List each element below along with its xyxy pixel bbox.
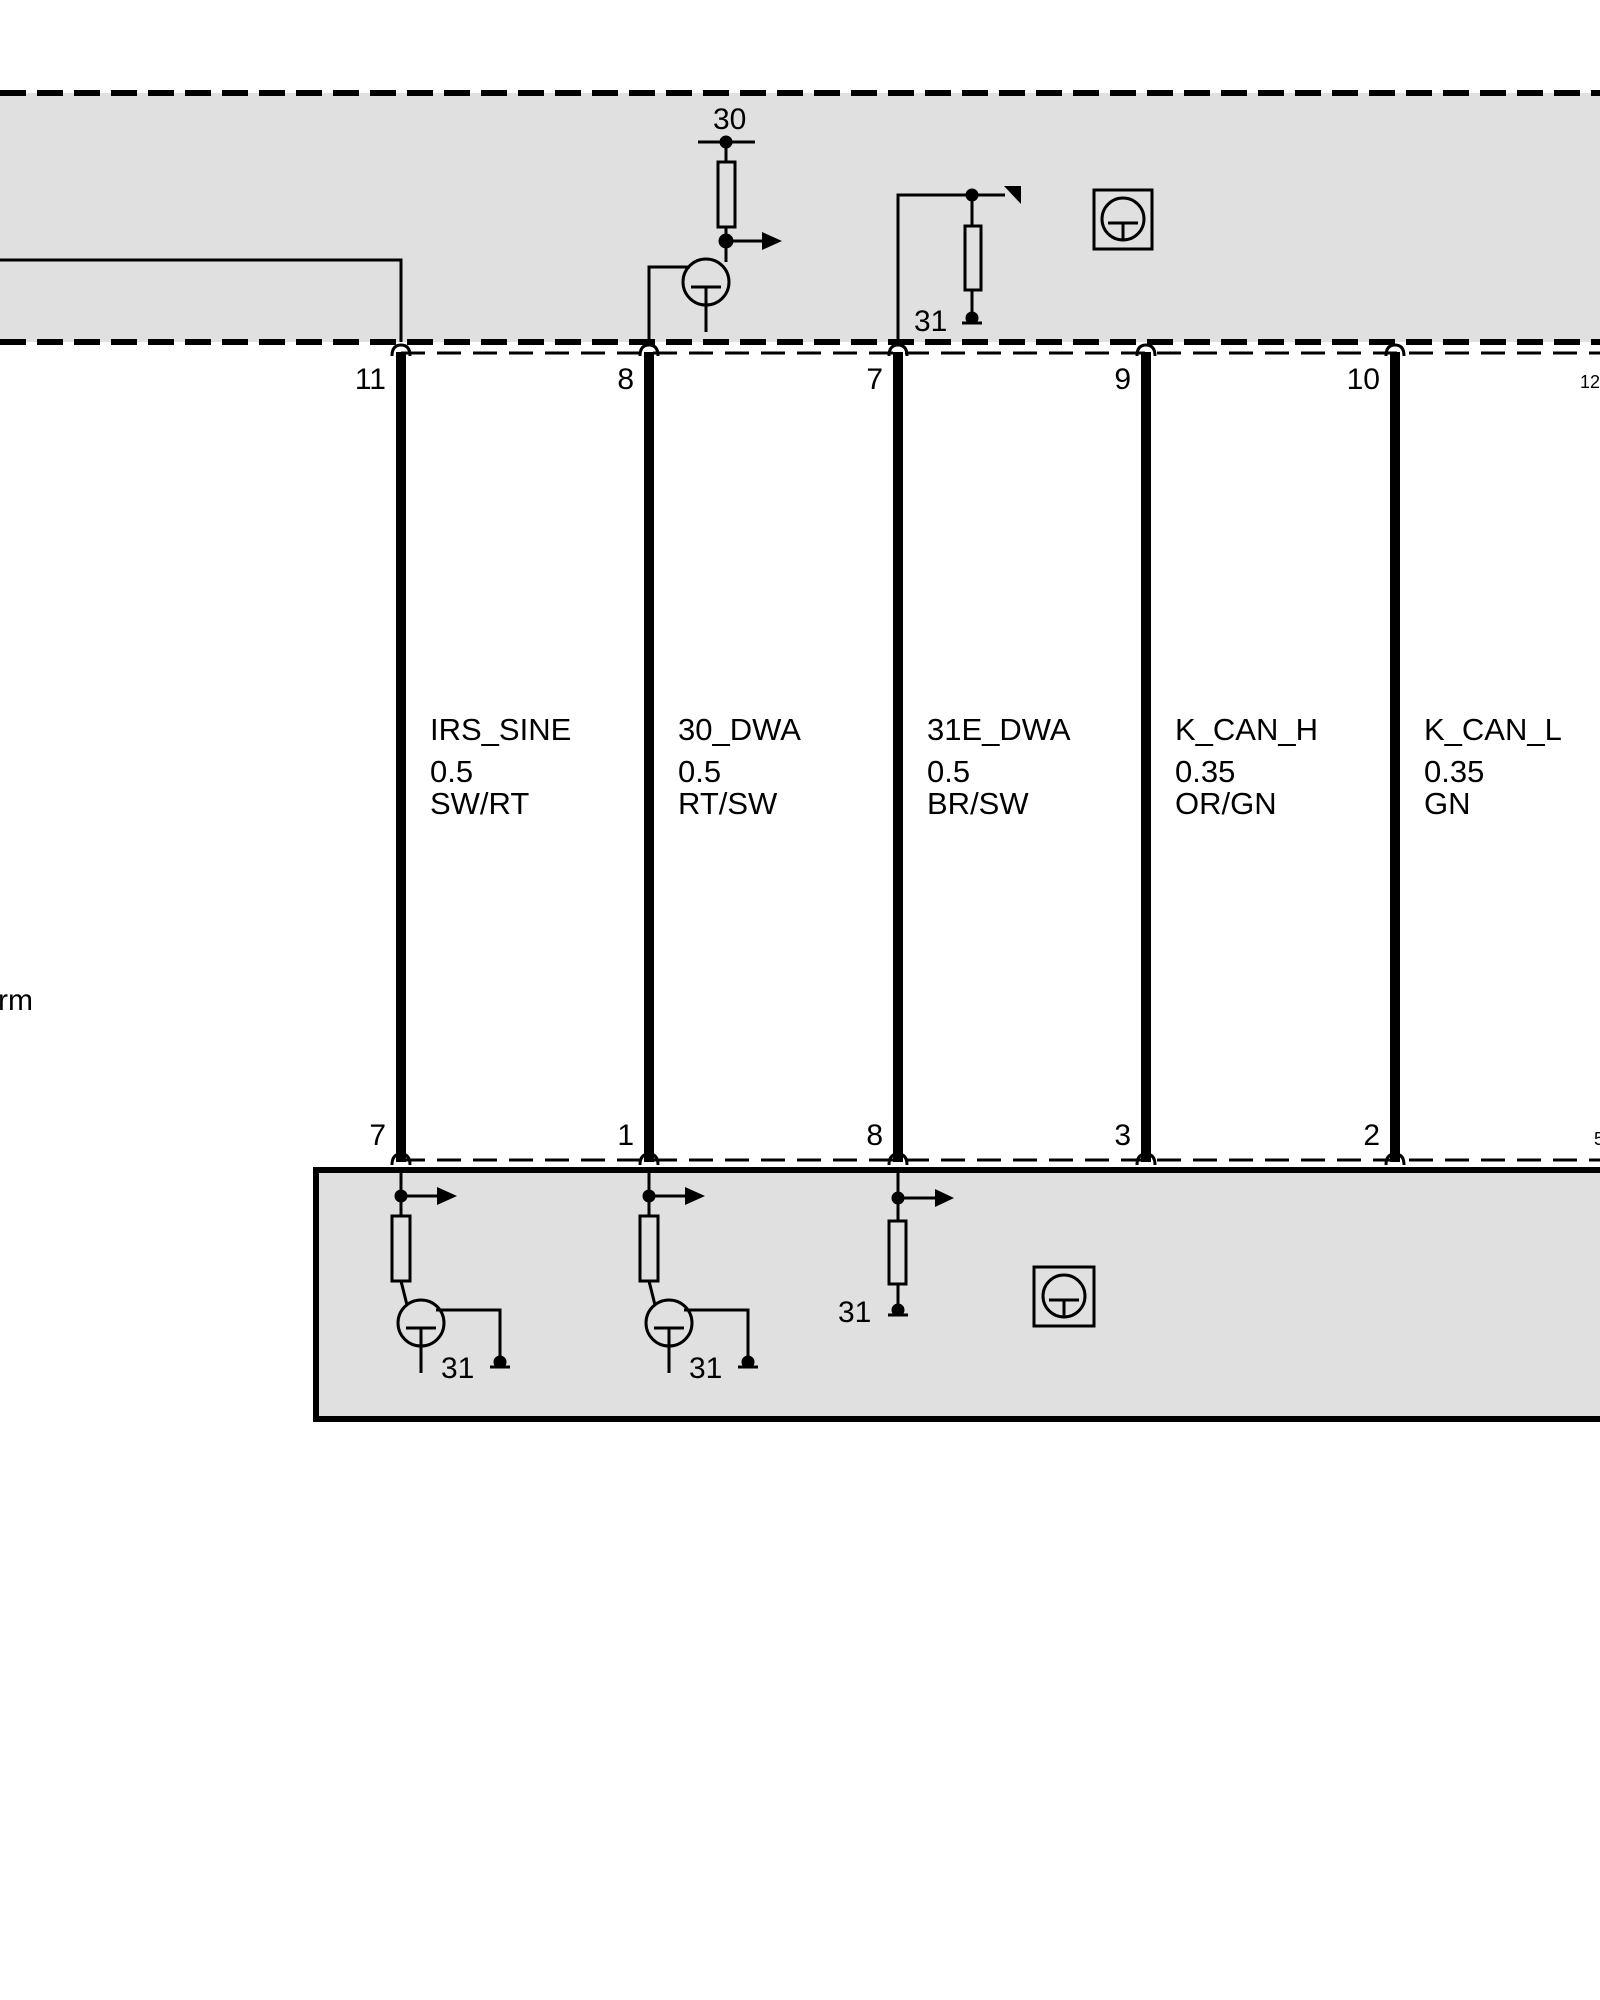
pin-terminal-top — [1135, 343, 1157, 357]
ground-label: 31 — [689, 1352, 722, 1385]
bottom-ground-resistor-circuit — [887, 1170, 954, 1317]
bottom-pin-number: 3 — [1114, 1119, 1131, 1152]
pin-terminal-bottom — [638, 1152, 660, 1166]
ground-label-top: 31 — [914, 305, 947, 338]
bottom-pin-number: 8 — [866, 1119, 883, 1152]
wire-signal-name: K_CAN_L — [1424, 712, 1562, 747]
top-pin-number: 10 — [1347, 363, 1380, 396]
wire-31e-dwa[interactable]: 7 8 31E_DWA 0.5BR/SW — [866, 343, 1071, 1166]
top-ground-resistor-circuit — [896, 186, 1021, 342]
wire-cross-section: 0.5 — [927, 754, 970, 789]
bottom-input-transistor-circuit: 31 — [390, 1170, 510, 1385]
top-output-transistor-circuit — [647, 135, 782, 342]
left-fragment-label: rm — [0, 984, 33, 1017]
pin-terminal-top — [390, 343, 412, 357]
pin-terminal-top — [638, 343, 660, 357]
wire-cross-section: 0.35 — [1175, 754, 1235, 789]
top-pin-number: 9 — [1114, 363, 1131, 396]
wire-cross-section: 0.5 — [678, 754, 721, 789]
wire-color-code: BR/SW — [927, 786, 1029, 821]
bottom-pin-number: 2 — [1363, 1119, 1380, 1152]
transistor-module-icon — [1092, 188, 1154, 251]
ground-label-bottom: 31 — [838, 1296, 871, 1329]
bottom-pin-number: 7 — [369, 1119, 386, 1152]
pin-terminal-bottom — [887, 1152, 909, 1166]
transistor-module-icon-bottom — [1032, 1265, 1096, 1328]
wire-cross-section: 0.35 — [1424, 754, 1484, 789]
bottom-input-transistor-circuit: 31 — [638, 1170, 758, 1385]
top-pin-number: 7 — [866, 363, 883, 396]
wire-30-dwa[interactable]: 8 1 30_DWA 0.5RT/SW — [617, 343, 801, 1166]
supply-label-30: 30 — [713, 103, 746, 136]
pin-terminal-top — [887, 343, 909, 357]
wire-color-code: OR/GN — [1175, 786, 1277, 821]
pin-terminal-bottom — [1135, 1152, 1157, 1166]
wire-color-code: SW/RT — [430, 786, 529, 821]
wire-color-code: RT/SW — [678, 786, 778, 821]
pin-terminal-bottom — [390, 1152, 412, 1166]
wire-color-code: GN — [1424, 786, 1471, 821]
pin-5: 5 — [1594, 1129, 1600, 1149]
bottom-pin-number: 1 — [617, 1119, 634, 1152]
wire-signal-name: IRS_SINE — [430, 712, 571, 747]
bottom-control-module — [313, 1167, 1600, 1422]
wire-irs-sine[interactable]: 11 7 IRS_SINE 0.5SW/RT — [355, 343, 571, 1166]
pin-12: 12 — [1580, 372, 1600, 392]
internal-trace — [0, 258, 403, 342]
top-control-module — [0, 93, 1600, 342]
wire-cross-section: 0.5 — [430, 754, 473, 789]
top-pin-number: 11 — [355, 363, 386, 396]
pin-terminal-bottom — [1384, 1152, 1406, 1166]
wire-signal-name: 30_DWA — [678, 712, 801, 747]
pin-terminal-top — [1384, 343, 1406, 357]
wire-signal-name: K_CAN_H — [1175, 712, 1318, 747]
top-pin-number: 8 — [617, 363, 634, 396]
ground-label: 31 — [441, 1352, 474, 1385]
wire-signal-name: 31E_DWA — [927, 712, 1071, 747]
